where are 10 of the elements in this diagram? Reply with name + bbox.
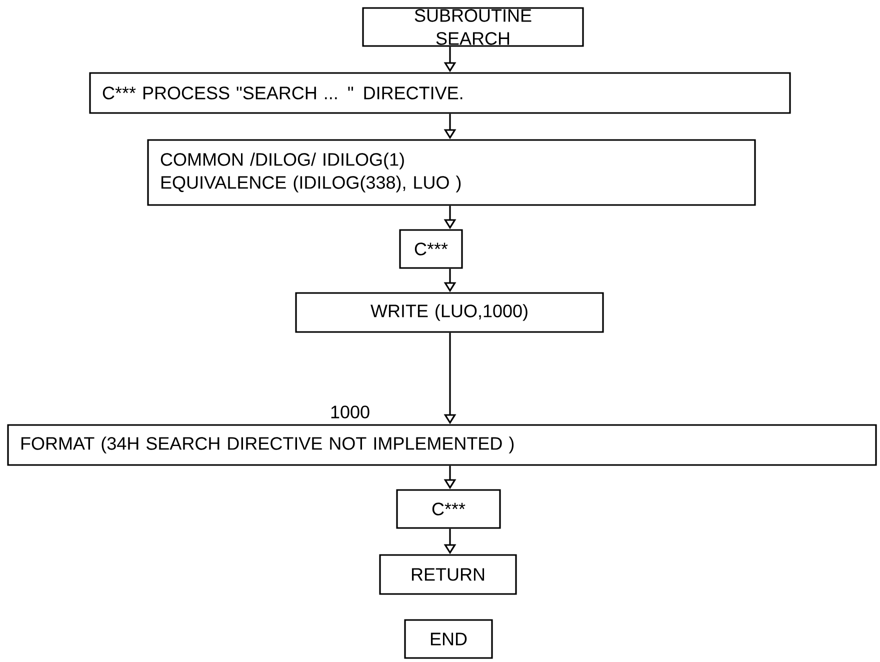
statement-label: 1000 — [331, 406, 370, 418]
code-box: C*** — [396, 489, 501, 529]
code-box: WRITE (LUO,1000) — [295, 292, 604, 333]
code-box: FORMAT (34H SEARCH DIRECTIVE NOT IMPLEMENTED ) — [7, 424, 877, 466]
code-box: C*** — [399, 229, 463, 269]
code-box: RETURN — [379, 554, 517, 595]
code-box: C*** PROCESS "SEARCH ... " DIRECTIVE. — [89, 72, 791, 114]
code-box: END — [404, 619, 493, 659]
code-box: COMMON /DILOG/ IDILOG(1) EQUIVALENCE (IDILOG(338), LUO ) — [147, 139, 756, 206]
code-box: SUBROUTINE SEARCH — [362, 7, 584, 47]
